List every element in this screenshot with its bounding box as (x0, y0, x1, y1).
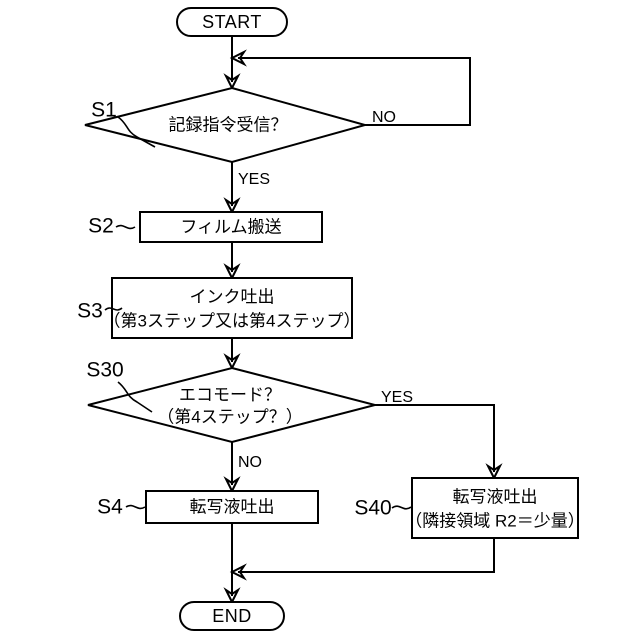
step-id-s3: S3 (77, 300, 123, 323)
node-end[interactable]: END (179, 601, 285, 631)
node-start[interactable]: START (176, 7, 288, 37)
node-s4-process[interactable]: 転写液吐出 (145, 490, 319, 524)
connector-s1-no-loopback (229, 49, 471, 126)
connector-s3-to-s30 (223, 338, 241, 371)
svg-text:S4: S4 (97, 496, 123, 519)
node-s1-decision[interactable]: 記録指令受信？ (84, 86, 369, 164)
node-s2-label: フィルム搬送 (180, 217, 281, 236)
node-s3-label-line2: （第3ステップ又は第4ステップ） (104, 311, 361, 330)
node-s40-label-line1: 転写液吐出 (453, 487, 538, 506)
node-s3-label-line1: インク吐出 (190, 287, 275, 306)
connector-s30-no-to-s4 (223, 442, 241, 494)
node-s30-label-line1: エコモード？ (179, 385, 281, 404)
node-s30-label-line2: （第4ステップ？） (157, 407, 302, 426)
node-s4-label: 転写液吐出 (190, 497, 275, 516)
branch-label-s30-no: NO (238, 454, 262, 471)
branch-label-s1-no: NO (372, 109, 396, 126)
step-id-s4: S4 (97, 496, 146, 519)
svg-text:S30: S30 (86, 359, 123, 382)
svg-text:S1: S1 (91, 99, 117, 122)
svg-text:S40: S40 (354, 497, 391, 520)
node-end-label: END (212, 606, 252, 626)
step-id-s1: S1 (91, 99, 156, 148)
node-start-label: START (202, 12, 262, 32)
connector-s4-to-end (223, 523, 241, 605)
connector-start-to-s1 (223, 36, 241, 91)
branch-label-s30-yes: YES (381, 389, 413, 406)
svg-text:S2: S2 (88, 215, 114, 238)
node-s40-label-line2: （隣接領域 R2＝少量） (405, 511, 584, 530)
branch-label-s1-yes: YES (238, 171, 270, 188)
step-id-s30: S30 (86, 359, 153, 413)
node-s2-process[interactable]: フィルム搬送 (139, 211, 323, 243)
node-s40-process[interactable]: 転写液吐出 （隣接領域 R2＝少量） (405, 477, 585, 539)
step-id-s2: S2 (88, 215, 136, 238)
connector-s2-to-s3 (223, 242, 241, 281)
step-id-s40: S40 (354, 497, 412, 520)
connector-s40-to-end-merge (229, 538, 495, 581)
connector-s30-yes-to-s40 (375, 404, 503, 481)
node-s30-decision[interactable]: エコモード？ （第4ステップ？） (87, 366, 379, 444)
node-s1-label: 記録指令受信？ (169, 115, 288, 134)
node-s3-process[interactable]: インク吐出 （第3ステップ又は第4ステップ） (104, 277, 361, 339)
connector-s1-yes-to-s2 (223, 162, 241, 215)
svg-text:S3: S3 (77, 300, 103, 323)
